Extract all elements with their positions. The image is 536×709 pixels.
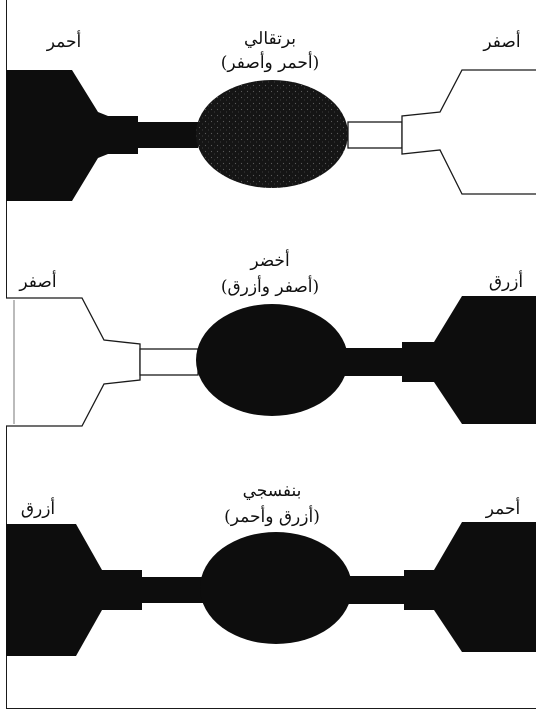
left-nozzle	[100, 570, 142, 610]
left-connector	[136, 122, 198, 148]
result-mix-label: (أزرق وأحمر)	[224, 505, 320, 527]
result-label: برتقالي	[244, 29, 296, 49]
right-label: أصفر	[482, 30, 520, 52]
right-nozzle	[404, 570, 436, 610]
left-label: أصفر	[18, 270, 56, 292]
left-tube-yellow	[6, 297, 141, 427]
right-connector	[347, 121, 403, 149]
panel-1: أحمر أصفر برتقالي (أحمر وأصفر)	[6, 29, 536, 201]
panel-2: أصفر أزرق أخضر (أصفر وأزرق)	[6, 249, 536, 427]
right-connector	[344, 348, 406, 376]
panel-3: أزرق أحمر بنفسجي (أزرق وأحمر)	[6, 481, 536, 656]
result-bulb-orange	[196, 80, 348, 188]
right-tube-red	[434, 522, 536, 652]
right-connector	[346, 576, 408, 604]
result-label: أخضر	[249, 249, 289, 271]
result-bulb-violet	[200, 532, 352, 644]
result-bulb-green	[196, 304, 348, 416]
right-tube-yellow	[401, 69, 536, 195]
left-connector	[139, 348, 199, 376]
right-tube-blue	[434, 296, 536, 424]
result-label: بنفسجي	[243, 481, 302, 501]
result-mix-label: (أصفر وأزرق)	[221, 275, 319, 297]
right-label: أزرق	[489, 270, 523, 292]
left-label: أحمر	[46, 30, 81, 52]
right-nozzle	[402, 342, 434, 382]
result-mix-label: (أحمر وأصفر)	[221, 51, 319, 73]
right-label: أحمر	[485, 497, 520, 519]
left-tube-blue	[6, 524, 102, 656]
left-connector	[140, 577, 206, 603]
left-label: أزرق	[21, 497, 55, 519]
left-nozzle	[108, 116, 138, 154]
left-tube-red	[6, 70, 108, 201]
